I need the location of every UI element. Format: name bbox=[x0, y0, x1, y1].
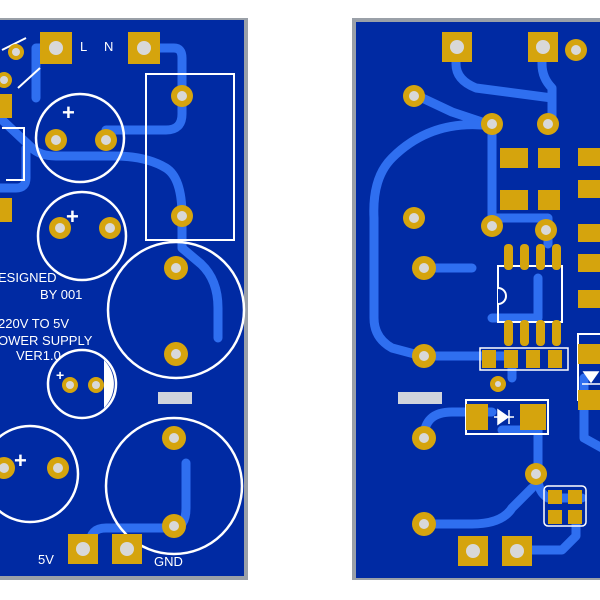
capacitor-c1: + bbox=[34, 92, 126, 184]
pcb-top-view: L N + + bbox=[0, 18, 248, 580]
fuse-outline bbox=[1, 37, 41, 89]
diode-icon bbox=[494, 408, 514, 426]
svg-text:OWER SUPPLY: OWER SUPPLY bbox=[0, 333, 93, 348]
polarity-mark: + bbox=[66, 204, 79, 229]
ac-input-connector bbox=[40, 32, 160, 64]
pcb-bottom-view bbox=[352, 18, 600, 580]
smd-components bbox=[500, 148, 600, 410]
through-hole-pads bbox=[403, 32, 587, 566]
silk-block bbox=[158, 392, 192, 404]
capacitor-c3 bbox=[106, 240, 246, 380]
smd-pad bbox=[0, 198, 12, 222]
smd-resistors bbox=[479, 347, 569, 371]
board-copper bbox=[0, 20, 244, 576]
connector-label-live: L bbox=[80, 39, 87, 54]
capacitor-c4 bbox=[104, 416, 244, 556]
capacitor-c5: + bbox=[46, 348, 118, 420]
diode-icon bbox=[582, 371, 600, 385]
silk-block bbox=[398, 392, 442, 404]
polarity-mark: + bbox=[14, 448, 27, 473]
description-label: 220V TO 5V OWER SUPPLY VER1.0 bbox=[0, 316, 93, 363]
connector-label-neutral: N bbox=[104, 39, 113, 54]
smd-pad bbox=[0, 94, 12, 118]
designer-label: ESIGNED BY 001 bbox=[0, 270, 82, 302]
svg-text:220V TO 5V: 220V TO 5V bbox=[0, 316, 69, 331]
capacitor-c6: + bbox=[0, 424, 80, 524]
svg-text:ESIGNED: ESIGNED bbox=[0, 270, 57, 285]
polarity-mark: + bbox=[62, 100, 75, 125]
output-label-gnd: GND bbox=[154, 554, 183, 569]
transformer-outline bbox=[145, 73, 235, 241]
svg-text:BY 001: BY 001 bbox=[40, 287, 82, 302]
diode-d1 bbox=[465, 399, 549, 435]
capacitor-c2: + bbox=[36, 190, 128, 282]
output-label-5v: 5V bbox=[38, 552, 54, 567]
output-connector bbox=[68, 534, 142, 564]
polarity-mark: + bbox=[56, 367, 64, 383]
svg-text:VER1.0: VER1.0 bbox=[16, 348, 61, 363]
ic-chip bbox=[497, 244, 563, 346]
smd-capacitors bbox=[543, 485, 587, 527]
